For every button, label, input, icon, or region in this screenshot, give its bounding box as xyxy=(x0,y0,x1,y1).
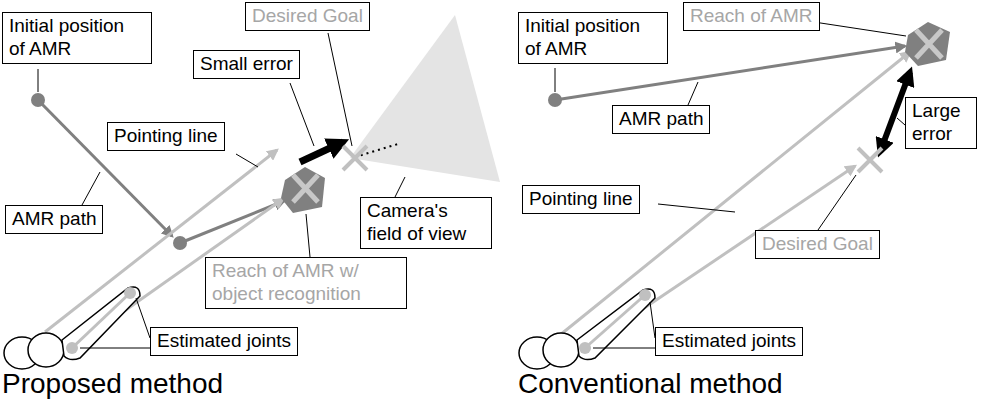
callout-text: Small error xyxy=(200,53,293,76)
callout-text: Estimated joints xyxy=(157,330,291,353)
callout-text: Camera's field of view xyxy=(367,200,485,246)
callout-text: Reach of AMR xyxy=(690,5,813,28)
callout-box: Large error xyxy=(905,97,977,149)
callout-box: Desired Goal xyxy=(755,230,880,259)
callout-box: Reach of AMR xyxy=(683,2,820,31)
joint-dot xyxy=(639,289,651,301)
callout-text: Desired Goal xyxy=(252,5,363,28)
callout-box: Reach of AMR w/ object recognition xyxy=(205,257,407,309)
initial-dot xyxy=(31,93,45,107)
amr-shape xyxy=(905,22,950,66)
callout-box: Desired Goal xyxy=(245,2,370,31)
callout-text: Pointing line xyxy=(529,188,633,211)
callout-box: Initial position of AMR xyxy=(2,12,152,64)
callout-box: Estimated joints xyxy=(655,327,803,356)
person xyxy=(519,289,655,369)
joint-dot xyxy=(124,287,136,299)
callout-text: Reach of AMR w/ object recognition xyxy=(212,260,400,306)
joint-dot xyxy=(579,342,591,354)
leader-lines xyxy=(38,33,405,348)
waypoint-dot xyxy=(173,236,187,250)
reach-cross xyxy=(293,175,318,202)
callout-text: Desired Goal xyxy=(762,233,873,256)
callout-box: Small error xyxy=(193,50,300,79)
callout-box: Initial position of AMR xyxy=(518,12,668,64)
goal-cross xyxy=(343,146,367,170)
callout-box: AMR path xyxy=(5,205,103,234)
callout-text: Pointing line xyxy=(114,125,218,148)
arm-line xyxy=(72,293,130,348)
callout-text: Initial position of AMR xyxy=(525,15,661,61)
panel-title: Proposed method xyxy=(2,368,223,400)
callout-text: AMR path xyxy=(619,108,703,131)
callout-box: Pointing line xyxy=(107,122,225,151)
callout-box: Estimated joints xyxy=(150,327,298,356)
arm-line xyxy=(585,295,645,348)
callout-box: Camera's field of view xyxy=(360,197,492,249)
goal-cross xyxy=(858,148,882,172)
joint-dot xyxy=(66,342,78,354)
callout-box: Pointing line xyxy=(522,185,640,214)
initial-dot xyxy=(548,93,562,107)
callout-text: Large error xyxy=(912,100,970,146)
callout-text: Initial position of AMR xyxy=(9,15,145,61)
camera-fov xyxy=(350,15,500,182)
reach-cross xyxy=(916,30,942,58)
amr-shape xyxy=(281,167,325,213)
small-error-arrow xyxy=(300,142,343,162)
callout-text: AMR path xyxy=(12,208,96,231)
callout-box: AMR path xyxy=(612,105,710,134)
person xyxy=(4,287,140,369)
callout-text: Estimated joints xyxy=(662,330,796,353)
panel-title: Conventional method xyxy=(518,368,783,400)
